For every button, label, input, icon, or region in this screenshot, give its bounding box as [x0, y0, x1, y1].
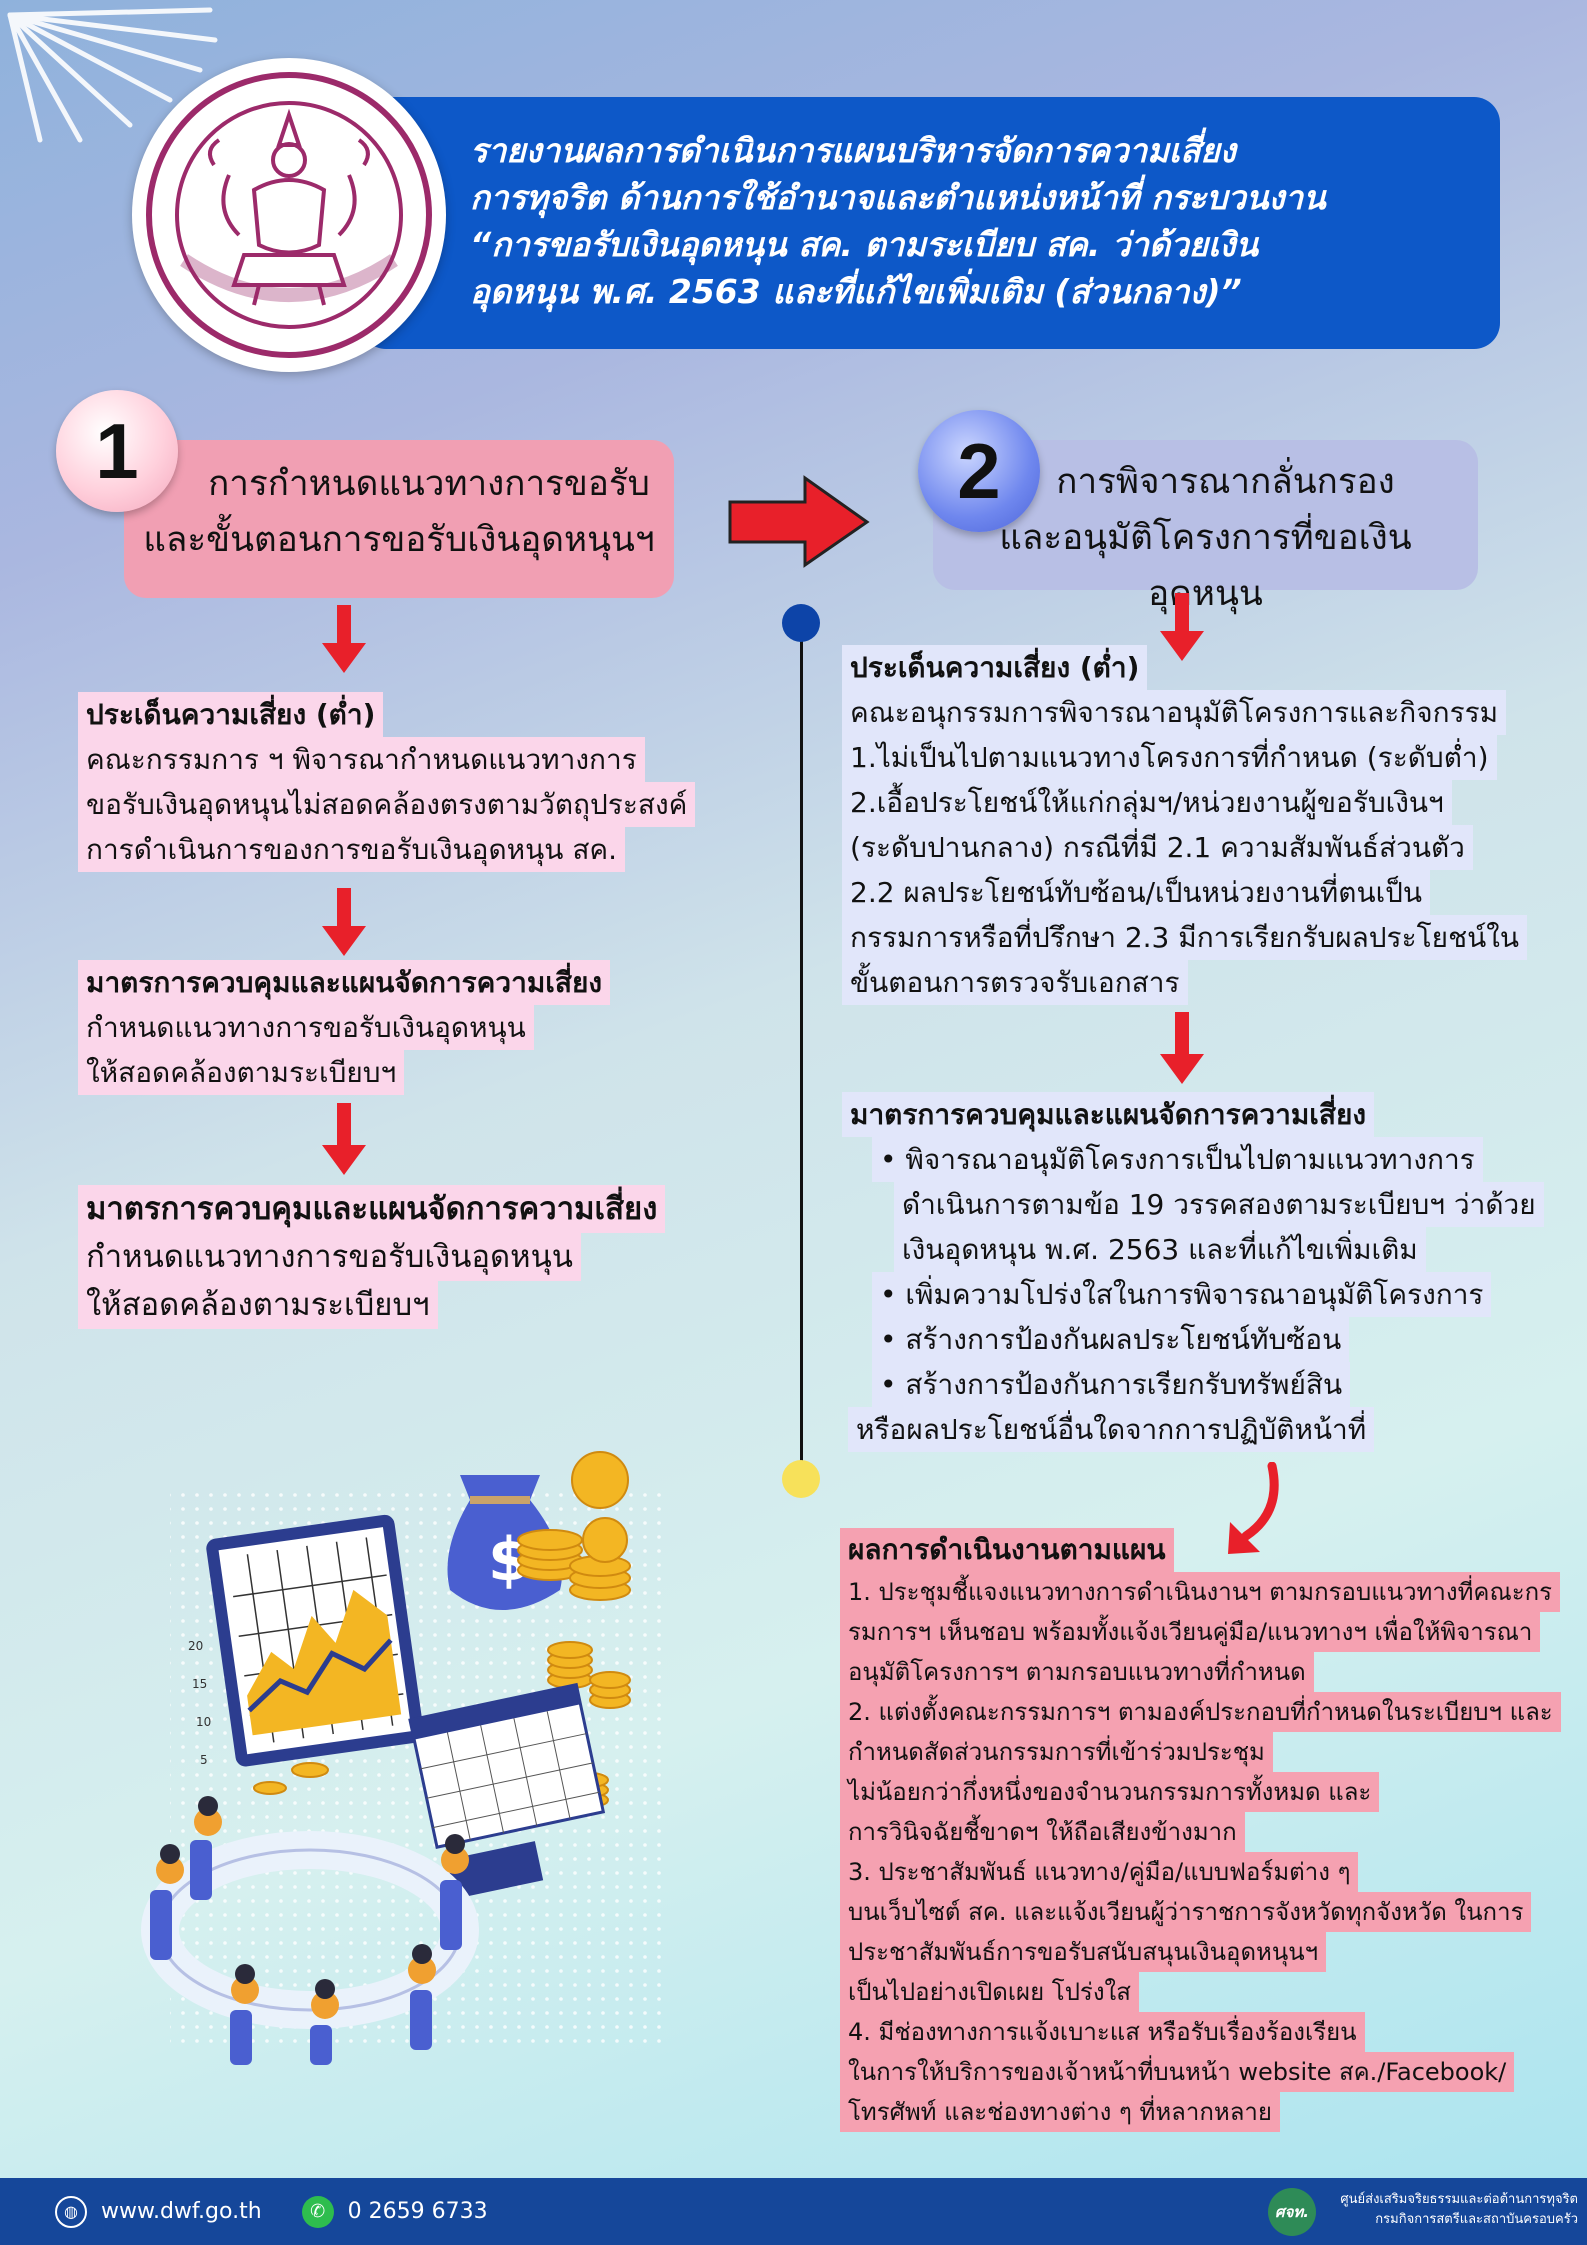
finance-meeting-illustration: 20 15 10 5 $: [141, 1451, 670, 2065]
chart-tick-label: 15: [192, 1677, 207, 1691]
timeline-end-dot: [782, 1460, 820, 1498]
step2-measure-bullet: • พิจารณาอนุมัติโครงการเป็นไปตามแนวทางกา…: [872, 1137, 1483, 1182]
step2-risk-block: ประเด็นความเสี่ยง (ต่ำ) คณะอนุกรรมการพิจ…: [842, 645, 1528, 1005]
org-name-line1: ศูนย์ส่งเสริมจริยธรรมและต่อต้านการทุจริต: [1340, 2192, 1578, 2207]
step1-risk-line: ขอรับเงินอุดหนุนไม่สอดคล้องตรงตามวัตถุปร…: [78, 782, 696, 827]
step2-risk-line: ขั้นตอนการตรวจรับเอกสาร: [842, 960, 1188, 1005]
step2-number-badge: 2: [918, 410, 1040, 532]
step1-risk-heading: ประเด็นความเสี่ยง (ต่ำ): [78, 692, 384, 737]
phone-text: 0 2659 6733: [347, 2199, 488, 2224]
results-line: บนเว็บไซต์ สค. และแจ้งเวียนผู้ว่าราชการจ…: [840, 1892, 1532, 1932]
org-logo-icon: ศจท.: [1268, 2188, 1316, 2236]
step1-risk-block: ประเด็นความเสี่ยง (ต่ำ) คณะกรรมการ ฯ พิจ…: [78, 692, 696, 872]
step2-measure-line: ดำเนินการตามข้อ 19 วรรคสองตามระเบียบฯ ว่…: [894, 1182, 1544, 1227]
title-line-3: “การขอรับเงินอุดหนุน สค. ตามระเบียบ สค. …: [470, 225, 1259, 264]
globe-icon: ◍: [55, 2195, 87, 2228]
results-line: 2. แต่งตั้งคณะกรรมการฯ ตามองค์ประกอบที่ก…: [840, 1692, 1561, 1732]
right-arrow-icon: [728, 475, 870, 568]
down-arrow-icon: [1160, 593, 1204, 661]
down-arrow-icon: [322, 888, 366, 956]
step2-measure-block: มาตรการควบคุมและแผนจัดการความเสี่ยง • พิ…: [842, 1092, 1544, 1452]
org-name: ศูนย์ส่งเสริมจริยธรรมและต่อต้านการทุจริต…: [1328, 2190, 1578, 2230]
department-seal-logo: [132, 58, 446, 372]
results-heading: ผลการดำเนินงานตามแผน: [840, 1528, 1174, 1572]
step1-risk-line: คณะกรรมการ ฯ พิจารณากำหนดแนวทางการ: [78, 737, 645, 782]
footer-bar: ◍ www.dwf.go.th ✆ 0 2659 6733 ศจท. ศูนย์…: [0, 2178, 1587, 2245]
results-line: โทรศัพท์ และช่องทางต่าง ๆ ที่หลากหลาย: [840, 2092, 1280, 2132]
step2-measure-bullet: • สร้างการป้องกันการเรียกรับทรัพย์สิน: [872, 1362, 1351, 1407]
step1-measure-heading: มาตรการควบคุมและแผนจัดการความเสี่ยง: [78, 1185, 666, 1233]
results-line: ไม่น้อยกว่ากึ่งหนึ่งของจำนวนกรรมการทั้งห…: [840, 1772, 1380, 1812]
step1-number-badge: 1: [56, 390, 178, 512]
step1-measure-block-1: มาตรการควบคุมและแผนจัดการความเสี่ยง กำหน…: [78, 960, 611, 1095]
title-line-2: การทุจริต ด้านการใช้อำนาจและตำแหน่งหน้าท…: [470, 178, 1326, 217]
step1-measure-line: กำหนดแนวทางการขอรับเงินอุดหนุน: [78, 1005, 534, 1050]
step2-measure-bullet: • เพิ่มความโปร่งใสในการพิจารณาอนุมัติโคร…: [872, 1272, 1492, 1317]
results-line: 4. มีช่องทางการแจ้งเบาะแส หรือรับเรื่องร…: [840, 2012, 1365, 2052]
website-text: www.dwf.go.th: [101, 2199, 262, 2224]
org-name-line2: กรมกิจการสตรีและสถาบันครอบครัว: [1375, 2212, 1578, 2227]
step2-risk-line: 2.2 ผลประโยชน์ทับซ้อน/เป็นหน่วยงานที่ตนเ…: [842, 870, 1431, 915]
step2-risk-line: 1.ไม่เป็นไปตามแนวทางโครงการที่กำหนด (ระด…: [842, 735, 1497, 780]
step2-measure-heading: มาตรการควบคุมและแผนจัดการความเสี่ยง: [842, 1092, 1375, 1137]
title-banner: รายงานผลการดำเนินการแผนบริหารจัดการความเ…: [360, 97, 1500, 349]
down-arrow-icon: [322, 1103, 366, 1175]
step1-measure-line: ให้สอดคล้องตามระเบียบฯ: [78, 1281, 438, 1329]
step2-measure-bullet: • สร้างการป้องกันผลประโยชน์ทับซ้อน: [872, 1317, 1350, 1362]
down-arrow-icon: [322, 605, 366, 673]
step1-title-box: การกำหนดแนวทางการขอรับ และขั้นตอนการขอรั…: [124, 440, 674, 598]
phone-icon: ✆: [301, 2195, 334, 2228]
step2-risk-line: กรรมการหรือที่ปรึกษา 2.3 มีการเรียกรับผล…: [842, 915, 1528, 960]
footer-phone[interactable]: ✆ 0 2659 6733: [301, 2195, 488, 2228]
step1-title-line2: และขั้นตอนการขอรับเงินอุดหนุนฯ: [143, 520, 655, 560]
chart-tick-label: 5: [200, 1753, 208, 1767]
results-line: อนุมัติโครงการฯ ตามกรอบแนวทางที่กำหนด: [840, 1652, 1314, 1692]
step2-risk-line: คณะอนุกรรมการพิจารณาอนุมัติโครงการและกิจ…: [842, 690, 1507, 735]
results-line: การวินิจฉัยชี้ขาดฯ ให้ถือเสียงข้างมาก: [840, 1812, 1245, 1852]
step2-measure-line: เงินอุดหนุน พ.ศ. 2563 และที่แก้ไขเพิ่มเต…: [894, 1227, 1426, 1272]
timeline-line: [800, 622, 803, 1480]
chart-tick-label: 20: [188, 1639, 203, 1653]
results-line: กำหนดสัดส่วนกรรมการที่เข้าร่วมประชุม: [840, 1732, 1273, 1772]
step2-risk-heading: ประเด็นความเสี่ยง (ต่ำ): [842, 645, 1148, 690]
chart-tick-label: 10: [196, 1715, 211, 1729]
results-line: ในการให้บริการของเจ้าหน้าที่บนหน้า websi…: [840, 2052, 1515, 2092]
sun-rays-decoration: [7, 7, 218, 143]
results-line: เป็นไปอย่างเปิดเผย โปร่งใส: [840, 1972, 1139, 2012]
title-line-1: รายงานผลการดำเนินการแผนบริหารจัดการความเ…: [470, 131, 1236, 170]
step1-risk-line: การดำเนินการของการขอรับเงินอุดหนุน สค.: [78, 827, 626, 872]
results-line: ประชาสัมพันธ์การขอรับสนับสนุนเงินอุดหนุน…: [840, 1932, 1327, 1972]
step1-measure-line: ให้สอดคล้องตามระเบียบฯ: [78, 1050, 405, 1095]
step1-measure-heading: มาตรการควบคุมและแผนจัดการความเสี่ยง: [78, 960, 611, 1005]
step2-risk-line: 2.เอื้อประโยชน์ให้แก่กลุ่มฯ/หน่วยงานผู้ข…: [842, 780, 1452, 825]
step1-title-line1: การกำหนดแนวทางการขอรับ: [208, 464, 650, 504]
step2-title-line2: และอนุมัติโครงการที่ขอเงินอุดหนุน: [999, 518, 1412, 614]
timeline-start-dot: [782, 604, 820, 642]
results-line: 3. ประชาสัมพันธ์ แนวทาง/คู่มือ/แบบฟอร์มต…: [840, 1852, 1359, 1892]
results-block: ผลการดำเนินงานตามแผน 1. ประชุมชี้แจงแนวท…: [840, 1528, 1561, 2132]
results-line: รมการฯ เห็นชอบ พร้อมทั้งแจ้งเวียนคู่มือ/…: [840, 1612, 1541, 1652]
step1-measure-block-2: มาตรการควบคุมและแผนจัดการความเสี่ยง กำหน…: [78, 1185, 666, 1329]
curved-arrow-icon: [1228, 1462, 1279, 1554]
step2-risk-line: (ระดับปานกลาง) กรณีที่มี 2.1 ความสัมพันธ…: [842, 825, 1473, 870]
down-arrow-icon: [1160, 1012, 1204, 1084]
step1-measure-line: กำหนดแนวทางการขอรับเงินอุดหนุน: [78, 1233, 581, 1281]
step2-title-line1: การพิจารณากลั่นกรอง: [1056, 462, 1395, 502]
title-line-4: อุดหนุน พ.ศ. 2563 และที่แก้ไขเพิ่มเติม (…: [470, 272, 1242, 311]
footer-website[interactable]: ◍ www.dwf.go.th: [55, 2195, 262, 2228]
results-line: 1. ประชุมชี้แจงแนวทางการดำเนินงานฯ ตามกร…: [840, 1572, 1561, 1612]
step2-measure-tail: หรือผลประโยชน์อื่นใดจากการปฏิบัติหน้าที่: [848, 1407, 1375, 1452]
